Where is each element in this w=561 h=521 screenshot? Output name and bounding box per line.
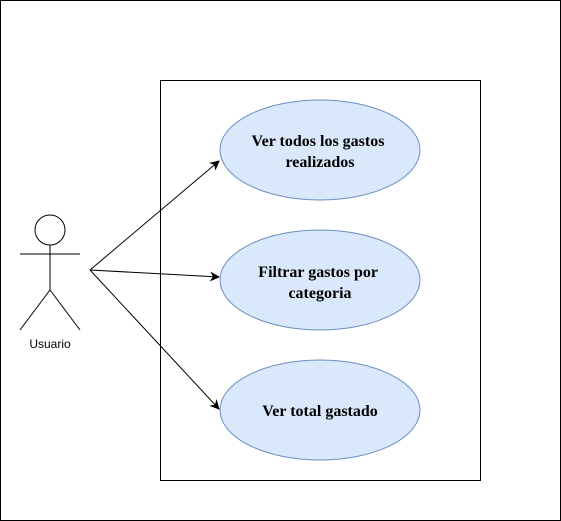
use-case-ellipse xyxy=(219,99,421,201)
use-case-label-line: Ver todos los gastos xyxy=(252,133,385,150)
association-uc2[interactable] xyxy=(89,269,220,282)
use-case-ver-todos-los-gastos[interactable]: Ver todos los gastos realizados xyxy=(219,99,421,201)
use-case-label-line: categoria xyxy=(288,285,351,302)
actor-left-leg xyxy=(19,289,51,331)
use-case-label: Ver todos los gastos realizados xyxy=(252,133,389,171)
use-case-label-line: Ver total gastado xyxy=(262,403,378,420)
actor-label: Usuario xyxy=(29,337,71,351)
association-uc1[interactable] xyxy=(89,160,220,271)
actor-head xyxy=(34,214,66,246)
use-case-ver-total-gastado[interactable]: Ver total gastado xyxy=(219,359,421,461)
system-boundary xyxy=(160,80,481,481)
actor-right-leg xyxy=(49,289,81,331)
use-case-label-line: Filtrar gastos por xyxy=(258,264,378,281)
association-uc3[interactable] xyxy=(89,269,220,410)
use-case-label: Ver total gastado xyxy=(262,403,378,420)
use-case-label-line: realizados xyxy=(285,154,354,171)
use-case-filtrar-gastos[interactable]: Filtrar gastos por categoria xyxy=(219,229,421,331)
actor-usuario[interactable]: Usuario xyxy=(19,214,81,351)
use-case-ellipse xyxy=(219,229,421,331)
use-case-label: Filtrar gastos por categoria xyxy=(258,264,381,302)
use-case-ellipse xyxy=(219,359,421,461)
